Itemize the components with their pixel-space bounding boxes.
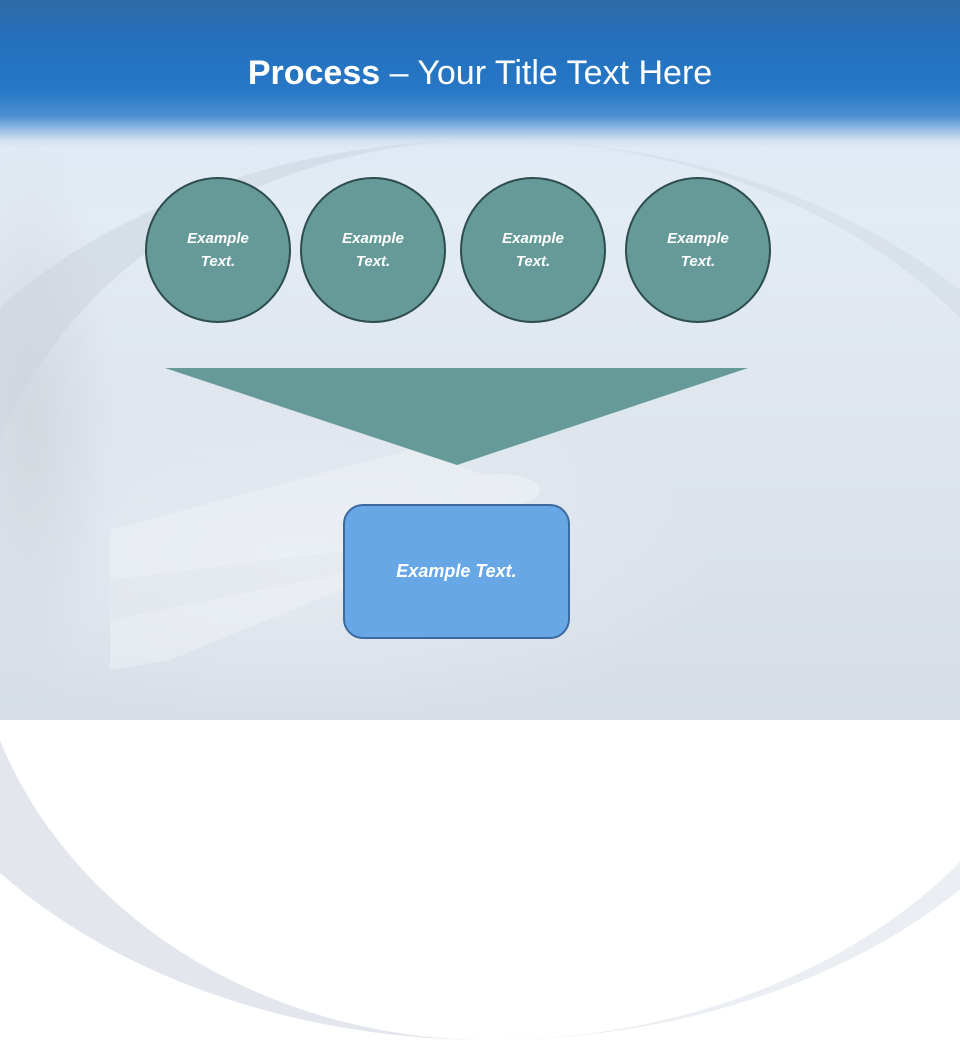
circle-label-line1: Example	[667, 230, 729, 247]
title-rest-part: – Your Title Text Here	[380, 54, 713, 92]
circle-label-line2: Text.	[680, 253, 716, 270]
result-box: Example Text.	[343, 504, 570, 639]
title-bar: Process – Your Title Text Here	[0, 0, 960, 148]
slide-title: Process – Your Title Text Here	[0, 54, 960, 93]
circle-label-line2: Text.	[515, 253, 551, 270]
result-box-label: Example Text.	[396, 561, 517, 581]
circle-label-line1: Example	[187, 230, 249, 247]
circle-label-line1: Example	[342, 230, 404, 247]
funnel-triangle	[165, 368, 748, 465]
circle-label-line2: Text.	[355, 253, 391, 270]
circle-label-line1: Example	[502, 230, 564, 247]
title-bold-part: Process	[247, 54, 381, 92]
circle-label-line2: Text.	[200, 253, 236, 270]
